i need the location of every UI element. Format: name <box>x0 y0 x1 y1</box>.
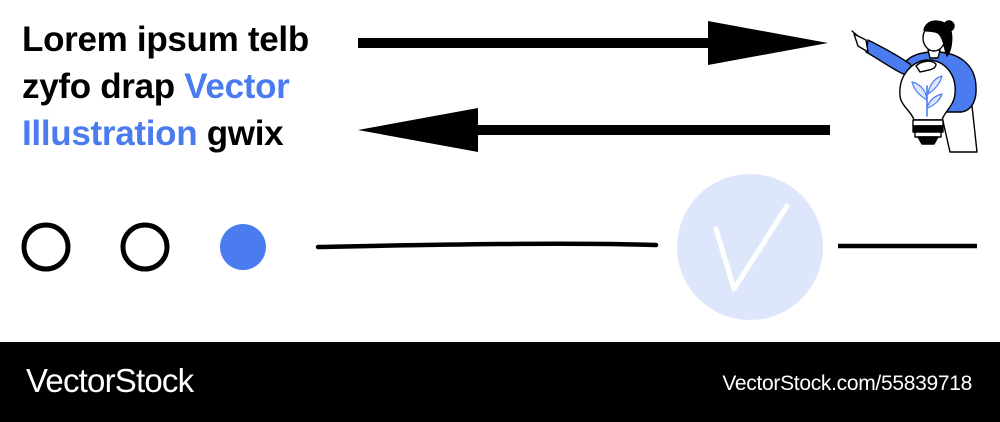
headline-line-1: Lorem ipsum telb <box>22 20 309 59</box>
step-dot-active <box>220 224 266 270</box>
person-with-lightbulb <box>851 20 978 153</box>
brand-logo: VectorStock <box>26 362 194 399</box>
headline-line-2-plain: zyfo drap <box>22 67 185 106</box>
headline: Lorem ipsum telb zyfo drap Vector Illust… <box>22 16 352 157</box>
headline-accent-illustration: Illustration <box>22 114 198 153</box>
headline-line-3: Illustration gwix <box>22 110 352 157</box>
step-dot-2 <box>120 222 170 272</box>
footer-bar: VectorStock VectorStock.com/55839718 <box>0 342 1000 422</box>
lightbulb-icon <box>899 59 956 145</box>
headline-line-2: zyfo drap Vector <box>22 63 352 110</box>
step-dot-1 <box>21 222 71 272</box>
arrow-left-icon <box>358 108 830 152</box>
headline-accent-vector: Vector <box>184 67 290 106</box>
headline-line-3-plain: gwix <box>197 114 284 153</box>
arrow-right-icon <box>358 21 828 65</box>
check-icon <box>677 174 823 320</box>
artwork <box>21 20 978 320</box>
image-url: VectorStock.com/55839718 <box>722 372 972 395</box>
progress-line-left <box>315 241 659 250</box>
